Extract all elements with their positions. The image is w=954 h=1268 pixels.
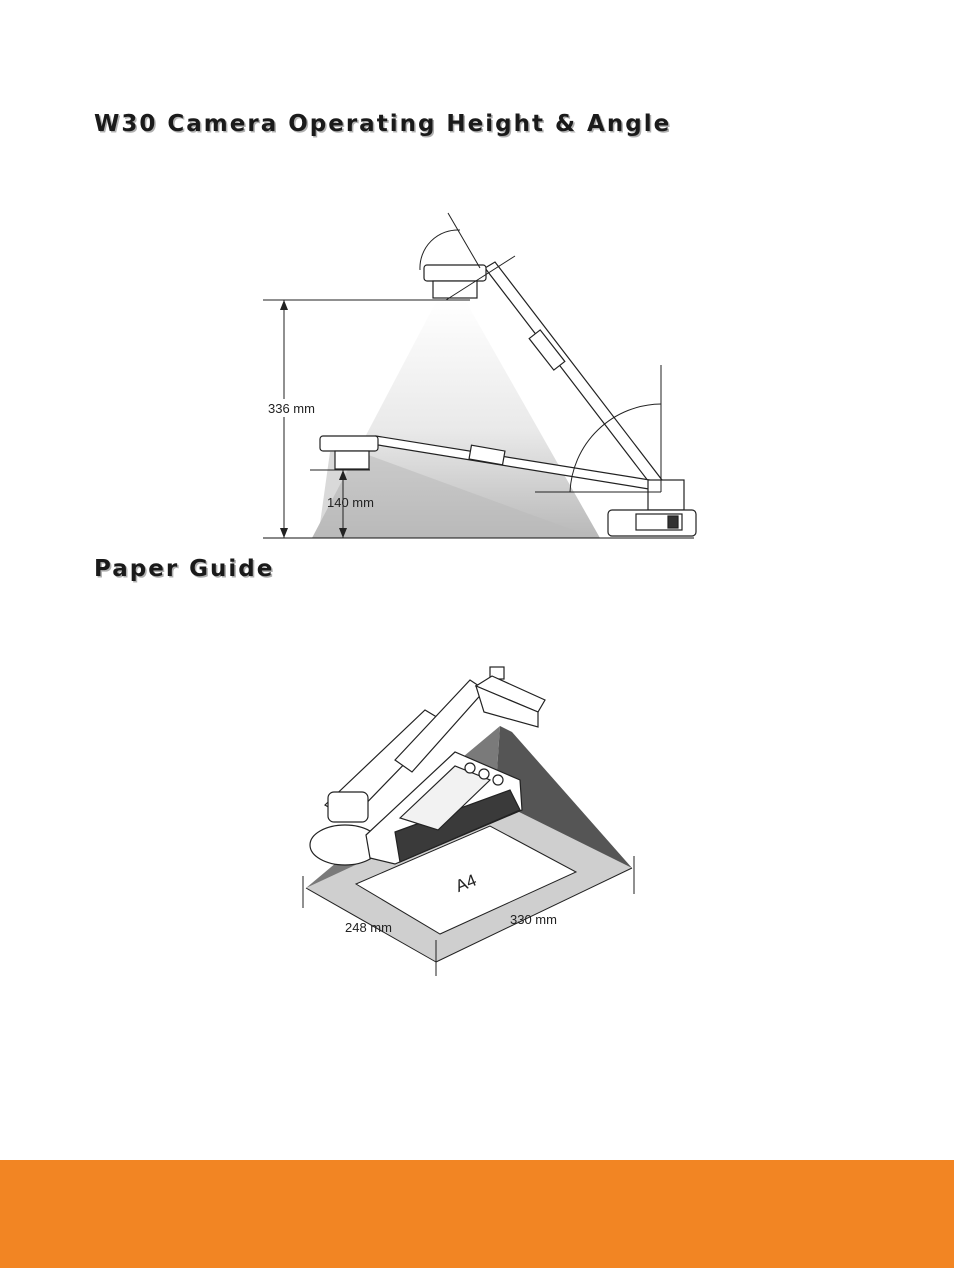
section-title-height-angle: W30 Camera Operating Height & Angle <box>94 111 672 137</box>
camera-base <box>309 751 523 866</box>
camera-head <box>474 666 546 728</box>
section-title-paper-guide: Paper Guide <box>94 556 275 582</box>
light-cone <box>495 726 632 868</box>
camera-head-raised <box>423 264 487 299</box>
height-max-label: 336 mm <box>268 401 315 416</box>
footer-bar <box>0 1160 954 1268</box>
height-min-label: 140 mm <box>327 495 374 510</box>
light-cone-low <box>318 452 595 538</box>
base-unit <box>607 479 697 537</box>
width-label: 248 mm <box>345 920 392 935</box>
paper-guide-diagram: A4 248 mm 330 mm <box>302 666 635 976</box>
operating-height-diagram: 336 mm 140 mm <box>263 212 697 539</box>
a4-paper <box>354 825 578 935</box>
length-label: 330 mm <box>510 912 557 927</box>
camera-head-lowered <box>319 435 379 470</box>
